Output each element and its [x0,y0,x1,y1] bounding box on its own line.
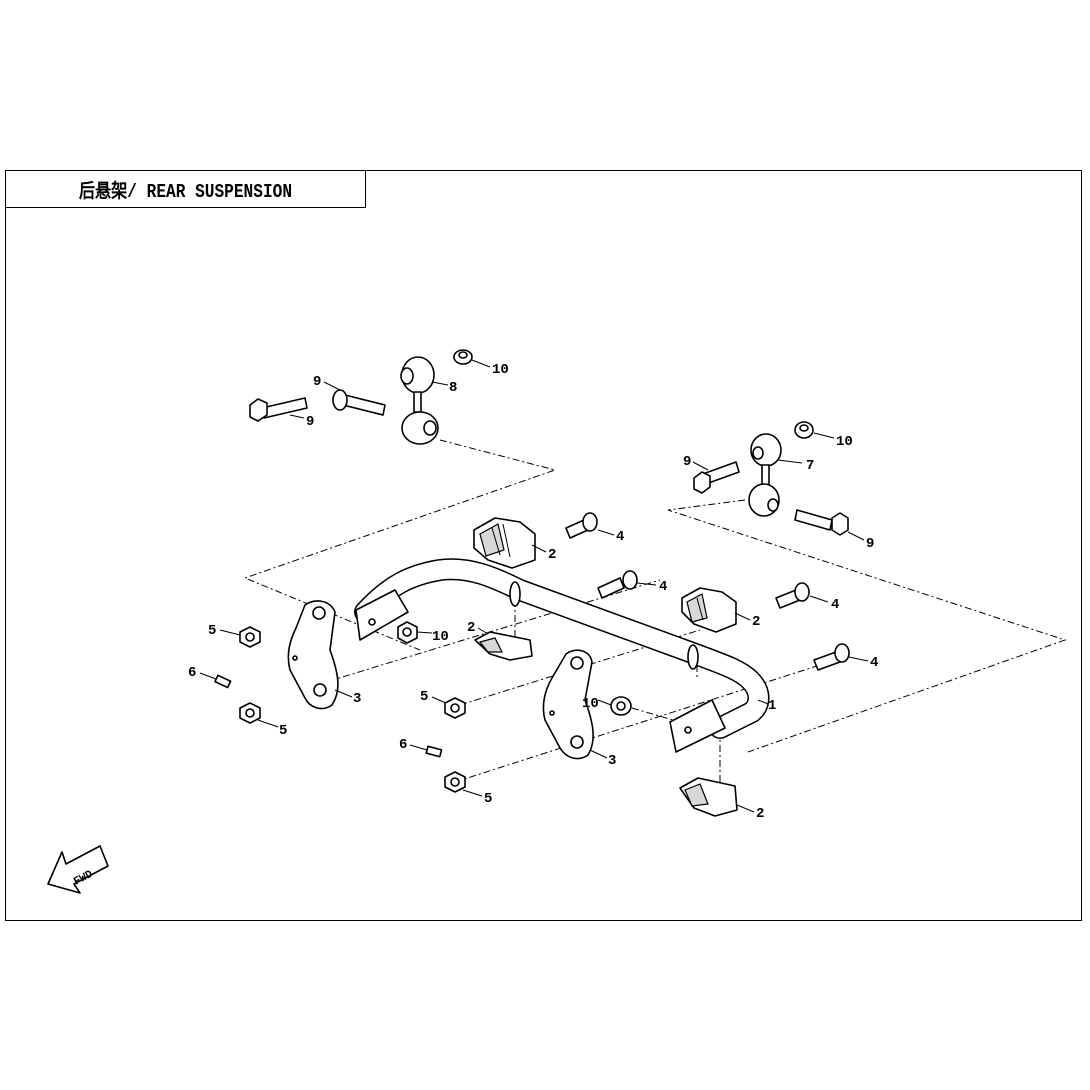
callout-9-b: 9 [306,414,314,430]
callout-2-c: 2 [752,614,760,630]
callout-5-b: 5 [279,723,287,739]
fwd-arrow-icon: FWD [47,845,109,894]
nut-5-b [239,702,261,724]
callout-6-b: 6 [399,737,407,753]
bolt-4-b [597,570,638,599]
callout-5-c: 5 [420,689,428,705]
bolt-4-a [565,512,598,539]
bolt-4-c [775,582,810,609]
bolt-9-b [332,389,386,416]
diagram-frame [5,170,1082,921]
callout-10-c: 10 [432,629,449,645]
callout-5-d: 5 [484,791,492,807]
nut-10-d [610,696,632,716]
callout-4-d: 4 [870,655,878,671]
stabilizer-link-7 [748,433,782,517]
callout-10-d: 10 [582,696,599,712]
title-box: 后悬架/ REAR SUSPENSION [5,170,366,208]
grease-fitting-6-a [214,674,232,689]
bushing-upper-right [681,587,737,633]
callout-10-b: 10 [836,434,853,450]
callout-7: 7 [806,458,814,474]
nut-10-c [397,621,418,644]
stabilizer-link-8 [400,356,439,445]
callout-4-c: 4 [831,597,839,613]
bolt-9-d [794,509,849,536]
callout-10-a: 10 [492,362,509,378]
stabilizer-bar [354,558,770,753]
nut-5-a [239,626,261,648]
bolt-9-c [693,461,740,494]
bracket-left [287,600,339,710]
nut-5-d [444,771,466,793]
callout-9-d: 9 [866,536,874,552]
nut-10-a [453,349,473,365]
callout-2-a: 2 [548,547,556,563]
bushing-upper-left [473,517,536,569]
callout-4-b: 4 [659,579,667,595]
callout-8: 8 [449,380,457,396]
callout-5-a: 5 [208,623,216,639]
callout-6-a: 6 [188,665,196,681]
bracket-right [542,649,594,760]
bolt-4-d [813,643,850,671]
callout-9-c: 9 [683,454,691,470]
nut-10-b [794,421,814,439]
nut-5-c [444,697,466,719]
page-title: 后悬架/ REAR SUSPENSION [78,180,293,203]
callout-1: 1 [768,698,776,714]
callout-3-a: 3 [353,691,361,707]
callout-2-d: 2 [756,806,764,822]
callout-4-a: 4 [616,529,624,545]
bushing-lower-left [474,631,533,661]
callout-labels: 1 2 2 2 2 3 3 4 4 4 4 5 5 5 5 6 6 7 8 9 … [188,362,878,822]
bolt-9-a [249,397,308,422]
callout-2-b: 2 [467,620,475,636]
bushing-lower-right [679,777,738,817]
callout-9-a: 9 [313,374,321,390]
grease-fitting-6-b [425,745,443,758]
callout-3-b: 3 [608,753,616,769]
callout-leaders [199,359,869,813]
